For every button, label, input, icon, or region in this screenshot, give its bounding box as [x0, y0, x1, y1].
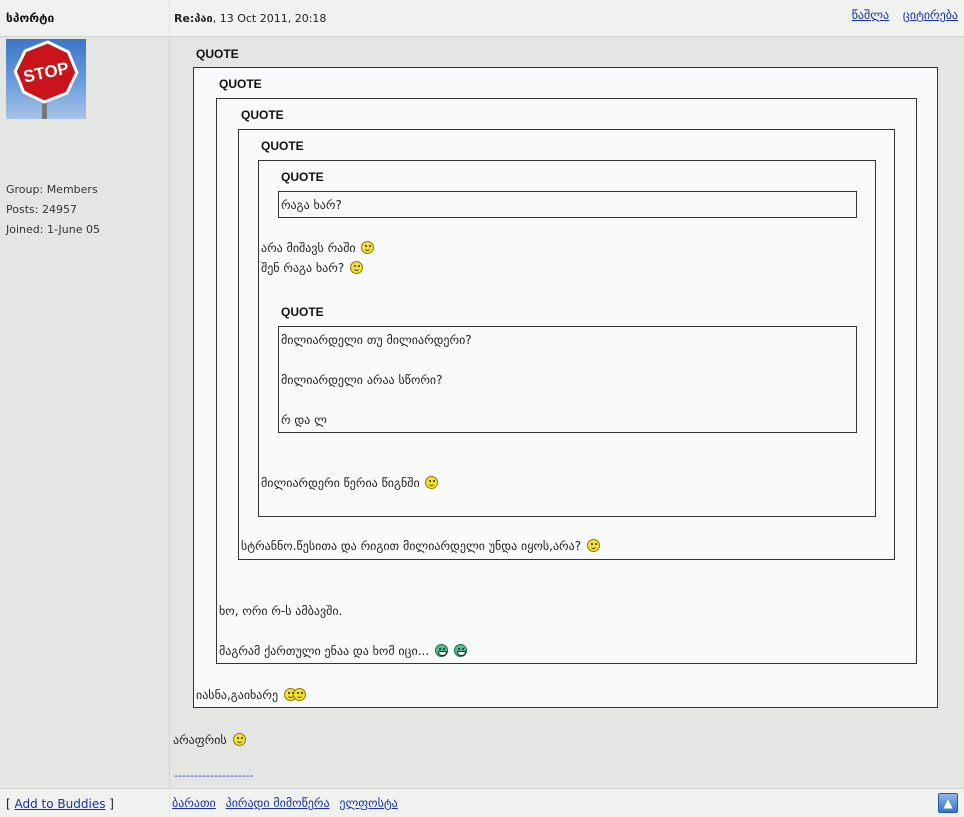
quote-text: არა მიშავს რაში [261, 241, 375, 255]
quote-label: QUOTE [241, 108, 284, 122]
stop-sign-icon: STOP [13, 40, 79, 119]
quote-box-level-5b: მილიარდელი თუ მილიარდერი? მილიარდელი არა… [278, 326, 857, 433]
quote-label: QUOTE [219, 77, 262, 91]
quote-line: სტრანნო.წესითა და რიგით მილიარდელი უნდა … [241, 539, 582, 553]
signature-divider: -------------------- [174, 769, 254, 782]
quote-text: მილიარდერი წერია წიგნში [261, 476, 439, 490]
post-title: Re:პაი, 13 Oct 2011, 20:18 [174, 12, 326, 25]
quote-text: ხო, ორი რ-ს ამბავში. [219, 604, 343, 618]
quote-label: QUOTE [261, 139, 304, 153]
quote-text: რ და ლ [281, 413, 327, 427]
post-title-prefix: Re: [174, 12, 195, 25]
post-body: QUOTE QUOTE QUOTE QUOTE QUOTE რაგა ხარ? … [170, 37, 964, 787]
smiley-icon [232, 733, 246, 746]
quote-line: იასნა,გაიხარე [196, 688, 279, 702]
grin-icon [434, 644, 448, 657]
quote-box-level-2: QUOTE QUOTE QUOTE რაგა ხარ? არა მიშავს რ… [216, 98, 917, 664]
post-header-title-cell: Re:პაი, 13 Oct 2011, 20:18 წაშლა ციტირებ… [170, 0, 964, 37]
quote-box-level-5: რაგა ხარ? [278, 191, 857, 218]
author-sidebar: STOP Group: Members Posts: 24957 Joined:… [0, 37, 170, 787]
bracket-close: ] [105, 797, 114, 811]
smiley-icon [350, 261, 364, 274]
reply-text: არაფრის [173, 733, 246, 747]
delete-link[interactable]: წაშლა [851, 8, 890, 22]
member-posts: Posts: 24957 [6, 203, 77, 216]
pm-link[interactable]: პირადი მიმოწერა [225, 796, 330, 810]
smiley-icon [425, 476, 439, 489]
quote-text: სტრანნო.წესითა და რიგით მილიარდელი უნდა … [241, 539, 600, 553]
author-name[interactable]: სპორტი [6, 11, 55, 25]
quote-label: QUOTE [281, 170, 324, 184]
quote-text: შენ რაგა ხარ? [261, 261, 364, 275]
grin-icon [453, 644, 467, 657]
arrow-up-icon: ▲ [943, 796, 953, 810]
footer-links-cell: ბარათი პირადი მიმოწერა ელფოსტა ▲ [170, 788, 964, 817]
member-group: Group: Members [6, 183, 98, 196]
laugh-icon [292, 688, 306, 701]
quote-box-level-1: QUOTE QUOTE QUOTE QUOTE რაგა ხარ? არა მი… [193, 67, 938, 708]
post-header-author-cell: სპორტი [0, 0, 169, 37]
quote-line: არა მიშავს რაში [261, 241, 356, 255]
quote-line: მილიარდერი წერია წიგნში [261, 476, 420, 490]
smiley-icon [361, 241, 375, 254]
reply-line: არაფრის [173, 733, 227, 747]
footer-links: ბარათი პირადი მიმოწერა ელფოსტა [172, 796, 404, 810]
avatar: STOP [6, 39, 86, 119]
quote-text: იასნა,გაიხარე [196, 688, 306, 702]
member-joined: Joined: 1-June 05 [6, 223, 100, 236]
add-to-buddies-link[interactable]: Add to Buddies [14, 797, 106, 811]
quote-text: მილიარდელი არაა სწორი? [281, 373, 443, 387]
quote-box-level-4: QUOTE რაგა ხარ? არა მიშავს რაში შენ რაგა… [258, 160, 876, 517]
post-actions: წაშლა ციტირება [842, 8, 958, 22]
scroll-top-button[interactable]: ▲ [938, 793, 958, 813]
smiley-icon [586, 539, 600, 552]
quote-box-level-3: QUOTE QUOTE რაგა ხარ? არა მიშავს რაში შე… [238, 129, 895, 560]
add-to-buddies: [ Add to Buddies ] [6, 797, 114, 811]
post-title-subject: პაი [194, 12, 213, 25]
quote-label: QUOTE [281, 305, 324, 319]
quote-link[interactable]: ციტირება [902, 8, 958, 22]
quote-text: რაგა ხარ? [281, 198, 342, 212]
quote-line: შენ რაგა ხარ? [261, 261, 345, 275]
profile-link[interactable]: ბარათი [172, 796, 216, 810]
bracket-open: [ [6, 797, 15, 811]
quote-label: QUOTE [196, 47, 239, 61]
post-date: , 13 Oct 2011, 20:18 [212, 12, 327, 25]
footer-author-cell: [ Add to Buddies ] [0, 788, 169, 817]
email-link[interactable]: ელფოსტა [339, 796, 398, 810]
quote-text: მილიარდელი თუ მილიარდერი? [281, 333, 472, 347]
quote-text: მაგრამ ქართული ენაა და ხომ იცი... [219, 644, 467, 658]
quote-line: მაგრამ ქართული ენაა და ხომ იცი... [219, 644, 430, 658]
